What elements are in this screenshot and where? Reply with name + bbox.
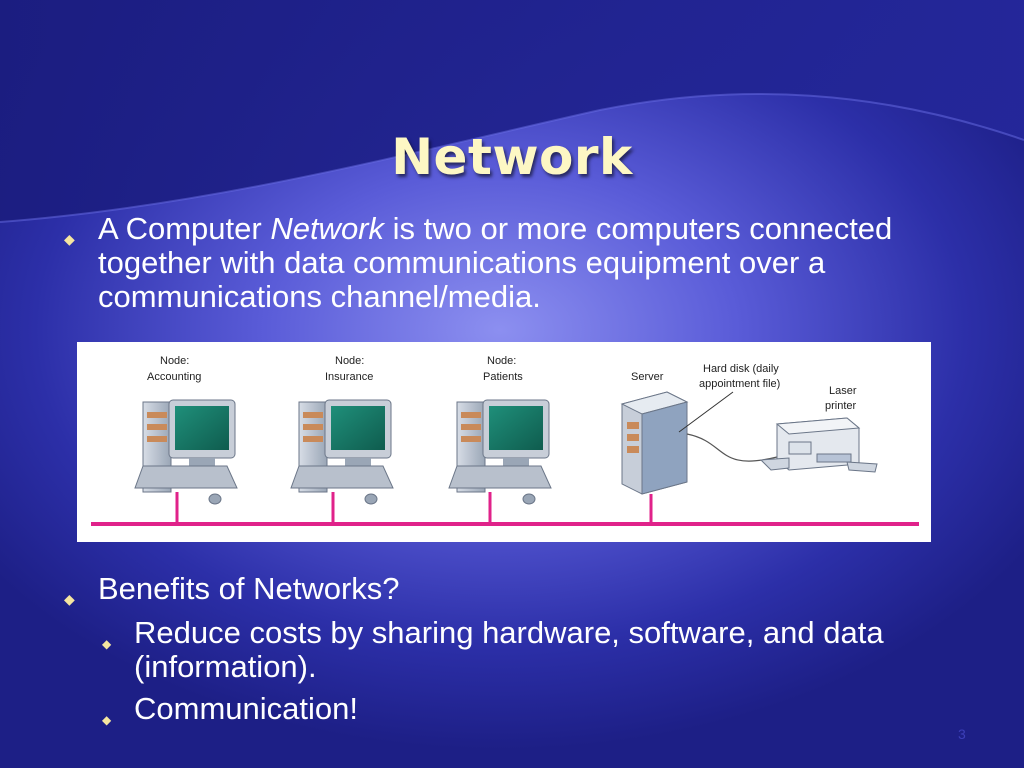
printer-cable [686, 433, 778, 462]
bullet-text: Benefits of Networks? [98, 571, 400, 606]
diamond-bullet-icon: ◆ [64, 231, 75, 247]
node-accounting-label-2: Accounting [147, 371, 201, 383]
diamond-subbullet-icon: ◆ [102, 713, 112, 727]
node-patients-label-2: Patients [483, 371, 523, 383]
diamond-bullet-icon: ◆ [64, 591, 75, 607]
hard-disk-label-1: Hard disk (daily [703, 363, 779, 375]
sub-bullet-text: Reduce costs by sharing hardware, softwa… [134, 615, 884, 684]
computer-patients-icon [448, 399, 552, 524]
background-wave [0, 0, 1024, 223]
network-diagram: Node: Accounting Node: Insurance [77, 342, 931, 542]
sub-bullet-text: Communication! [134, 691, 358, 726]
node-accounting-label-1: Node: [160, 355, 189, 367]
node-insurance-label-1: Node: [335, 355, 364, 367]
network-diagram-svg: Node: Accounting Node: Insurance [91, 355, 919, 526]
page-number: 3 [958, 726, 966, 742]
laser-printer-icon [759, 417, 878, 473]
node-patients-label-1: Node: [487, 355, 516, 367]
printer-label-1: Laser [829, 385, 857, 397]
bullet-network-definition: ◆ A Computer Network is two or more comp… [64, 212, 964, 314]
bullet-text: A Computer Network is two or more comput… [98, 211, 893, 314]
hard-disk-label-2: appointment file) [699, 378, 780, 390]
computer-insurance-icon [290, 399, 394, 524]
computer-accounting-icon [134, 399, 238, 524]
diamond-subbullet-icon: ◆ [102, 637, 112, 651]
bullet-benefits: ◆ Benefits of Networks? [64, 571, 964, 608]
hard-disk-pointer [678, 391, 734, 433]
node-insurance-label-2: Insurance [325, 371, 373, 383]
slide-title: Network [391, 128, 633, 186]
sub-bullet-reduce-costs: ◆ Reduce costs by sharing hardware, soft… [102, 616, 902, 684]
printer-label-2: printer [825, 400, 857, 412]
server-label: Server [631, 371, 664, 383]
sub-bullet-communication: ◆ Communication! [102, 691, 902, 728]
server-icon [620, 391, 689, 524]
